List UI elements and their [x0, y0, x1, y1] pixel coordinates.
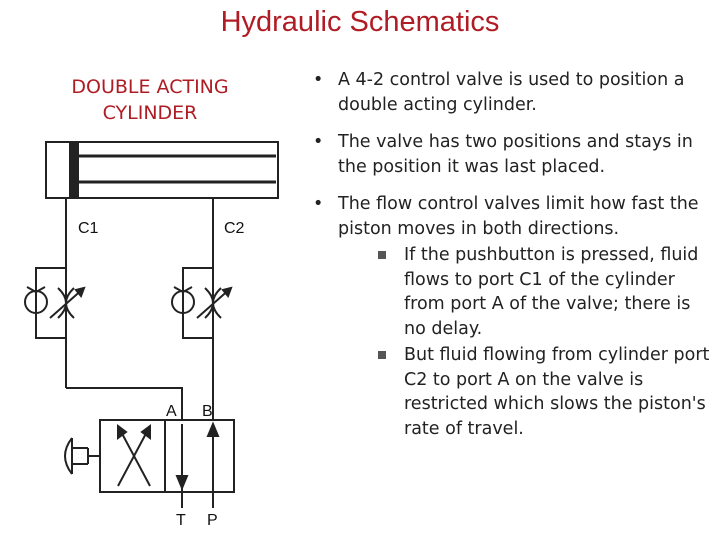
slide-title: Hydraulic Schematics	[220, 6, 500, 38]
diagram-heading: DOUBLE ACTING CYLINDER	[40, 74, 260, 126]
bullet-item: • The flow control valves limit how fast…	[305, 192, 715, 441]
bullet-item: • The valve has two positions and stays …	[305, 130, 715, 179]
diagram-heading-line-1: DOUBLE ACTING	[71, 76, 229, 98]
flow-control-valve-c2	[171, 267, 233, 339]
diagram-heading-line-2: CYLINDER	[102, 102, 198, 124]
control-valve-4-2	[99, 419, 235, 508]
bullet-text: The flow control valves limit how fast t…	[338, 194, 699, 239]
bullet-item: • A 4-2 control valve is used to positio…	[305, 68, 715, 117]
sub-bullet-item: But fluid flowing from cylinder port C2 …	[338, 343, 715, 441]
port-label-t: T	[176, 512, 186, 529]
square-bullet-icon	[378, 351, 386, 359]
port-label-b: B	[202, 403, 213, 420]
port-label-a: A	[166, 403, 177, 420]
bullet-dot: •	[313, 70, 324, 90]
cylinder-body	[45, 141, 279, 199]
bullet-list: • A 4-2 control valve is used to positio…	[305, 68, 715, 454]
port-label-c2: C2	[224, 220, 245, 237]
sub-bullet-text: But fluid flowing from cylinder port C2 …	[404, 345, 710, 439]
cylinder-piston	[69, 142, 79, 198]
port-label-c1: C1	[78, 220, 99, 237]
bullet-text: A 4-2 control valve is used to position …	[338, 70, 685, 115]
line-port-a	[66, 387, 183, 420]
bullet-text: The valve has two positions and stays in…	[338, 132, 693, 177]
bullet-dot: •	[313, 194, 324, 214]
sub-bullet-item: If the pushbutton is pressed, fluid flow…	[338, 243, 715, 341]
port-label-p: P	[207, 512, 218, 529]
bullet-dot: •	[313, 132, 324, 152]
sub-bullet-text: If the pushbutton is pressed, fluid flow…	[404, 245, 699, 339]
pushbutton-actuator	[64, 437, 100, 475]
flow-control-valve-c1	[24, 267, 86, 339]
square-bullet-icon	[378, 251, 386, 259]
